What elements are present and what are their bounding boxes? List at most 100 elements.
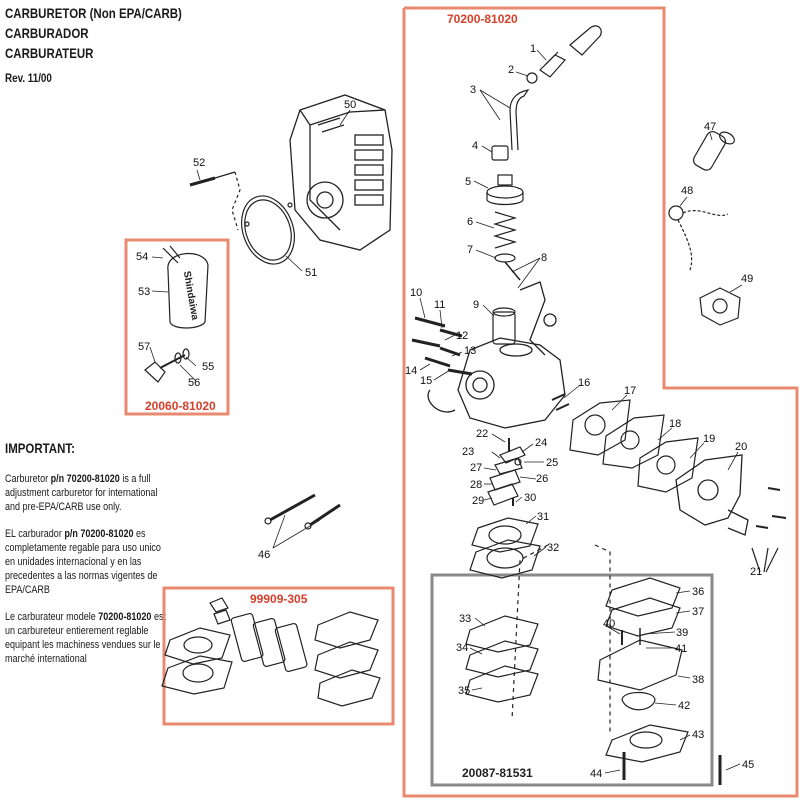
important-english: Carburetor p/n 70200-81020 is a full adj… (5, 473, 158, 513)
callout-54: 54 (136, 251, 148, 263)
callout-26: 26 (536, 473, 548, 485)
callout-51: 51 (305, 267, 317, 279)
callout-39: 39 (676, 627, 688, 639)
filter-screw-part (144, 348, 190, 383)
cover-plate-part (241, 195, 295, 265)
callout-numbers: 1 2 3 4 5 6 7 8 9 10 11 12 13 14 15 16 1… (136, 43, 762, 780)
engine-housing-part (289, 94, 393, 251)
kit-label-diaphragm: 20087-81531 (462, 766, 533, 780)
air-filter-part (162, 245, 209, 329)
callout-19: 19 (703, 433, 715, 445)
callout-32: 32 (547, 542, 559, 554)
cap-part (486, 174, 524, 206)
callout-53: 53 (138, 286, 150, 298)
carburetor-kit-outline (402, 6, 799, 798)
kit-label-air-filter: 20060-81020 (145, 399, 216, 413)
screw-52-part (189, 171, 241, 231)
callout-3: 3 (470, 84, 476, 96)
callout-7: 7 (467, 244, 473, 256)
important-title: IMPORTANT: (5, 440, 75, 456)
callout-13: 13 (464, 345, 476, 357)
callout-4: 4 (472, 140, 478, 152)
callout-8: 8 (541, 252, 547, 264)
fuel-elbow-part (509, 89, 530, 151)
callout-52: 52 (193, 157, 205, 169)
air-filter-kit-outline (124, 238, 230, 416)
callout-35: 35 (458, 685, 470, 697)
callout-40: 40 (603, 618, 615, 630)
carb-bolts-part (264, 493, 341, 530)
cover-screws-part (751, 487, 787, 573)
filter-element-part (491, 145, 509, 161)
callout-10: 10 (410, 287, 422, 299)
spring-part (492, 211, 518, 249)
callout-31: 31 (537, 511, 549, 523)
throttle-barrel-part (492, 307, 516, 345)
washer-part (494, 253, 516, 263)
callout-33: 33 (459, 613, 471, 625)
callout-41: 41 (675, 643, 687, 655)
revision-label: Rev. 11/00 (5, 71, 52, 85)
callout-45: 45 (742, 759, 754, 771)
diaphragm-kit-parts-part (465, 544, 722, 785)
pump-cover-screws-part (551, 393, 570, 411)
callout-48: 48 (681, 185, 693, 197)
gasket-kit-parts-part (161, 597, 381, 707)
callout-6: 6 (467, 216, 473, 228)
kit-label-carburetor: 70200-81020 (447, 12, 518, 26)
title-carburetor: CARBURETOR (Non EPA/CARB) (5, 5, 182, 21)
callout-2: 2 (508, 64, 514, 76)
callout-56: 56 (188, 377, 200, 389)
title-carburador: CARBURADOR (5, 25, 89, 41)
pump-plate-part (637, 437, 699, 493)
callout-11: 11 (434, 299, 445, 311)
important-french: Le carburateur modele 70200-81020 est un… (5, 611, 166, 665)
metering-parts-part (487, 438, 526, 506)
callout-38: 38 (692, 674, 704, 686)
callout-27: 27 (470, 462, 482, 474)
callout-20: 20 (735, 441, 747, 453)
callout-34: 34 (456, 642, 468, 654)
carburetor-body-part (427, 281, 566, 429)
callout-24: 24 (535, 437, 547, 449)
callout-5: 5 (465, 176, 471, 188)
callout-36: 36 (692, 586, 704, 598)
important-spanish: EL carburador p/n 70200-81020 es complet… (5, 528, 161, 596)
fitting-part (526, 72, 538, 84)
pump-cover-part (675, 454, 749, 536)
callout-9: 9 (473, 299, 479, 311)
callout-37: 37 (692, 606, 704, 618)
pump-gasket-part (569, 399, 631, 456)
clip-48-part (668, 205, 729, 271)
gasket-49-part (699, 287, 741, 326)
callout-28: 28 (470, 479, 482, 491)
diaphragm-kit-outline (430, 573, 714, 787)
callout-46: 46 (258, 549, 270, 561)
callout-25: 25 (546, 457, 558, 469)
callout-49: 49 (741, 273, 753, 285)
callout-29: 29 (472, 495, 484, 507)
callout-22: 22 (476, 428, 488, 440)
callout-23: 23 (462, 446, 474, 458)
callout-12: 12 (456, 330, 468, 342)
callout-30: 30 (524, 492, 536, 504)
callout-16: 16 (578, 377, 590, 389)
pump-diaphragm-part (602, 414, 665, 469)
gasket-kit-outline (162, 586, 395, 726)
callout-18: 18 (669, 418, 681, 430)
callout-47: 47 (704, 121, 716, 133)
filter-lettering: Shindaiwa (181, 270, 200, 321)
gasket-31-part (471, 517, 539, 553)
callout-21: 21 (750, 566, 762, 578)
fuel-filter-47-part (692, 131, 735, 171)
callout-44: 44 (590, 768, 602, 780)
callout-42: 42 (678, 700, 690, 712)
title-carburateur: CARBURATEUR (5, 45, 94, 61)
fuel-line-part (539, 25, 602, 78)
callout-55: 55 (202, 361, 214, 373)
callout-50: 50 (344, 99, 356, 111)
callout-17: 17 (624, 385, 636, 397)
callout-14: 14 (405, 365, 417, 377)
callout-57: 57 (138, 341, 150, 353)
